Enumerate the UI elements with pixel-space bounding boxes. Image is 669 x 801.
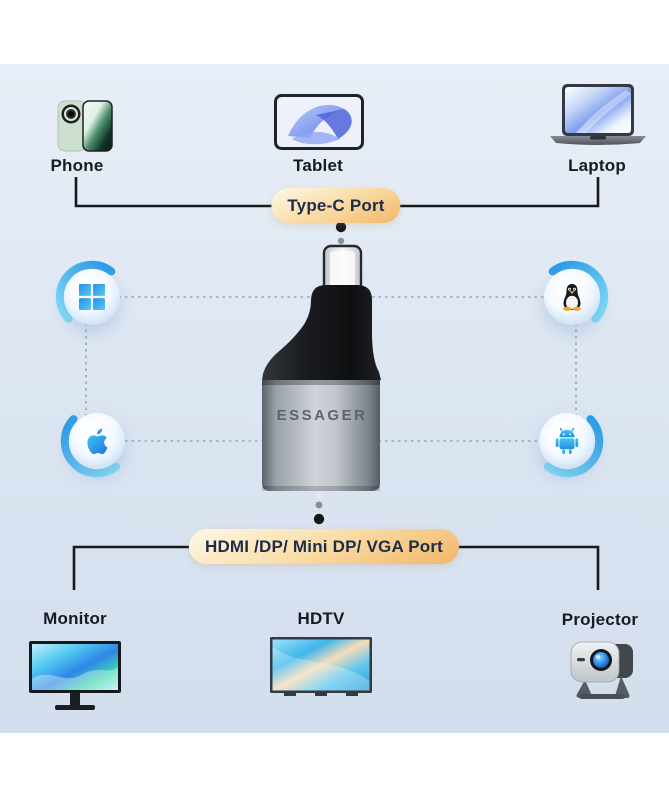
windows-icon bbox=[79, 284, 105, 310]
adapter-black-top bbox=[262, 285, 381, 380]
device-label-tablet: Tablet bbox=[292, 156, 344, 175]
flow-dot bbox=[315, 501, 323, 509]
tablet-illustration bbox=[274, 94, 364, 150]
hdtv-illustration bbox=[270, 637, 372, 696]
os-linux bbox=[533, 258, 611, 336]
laptop-illustration bbox=[550, 84, 646, 145]
os-windows bbox=[53, 258, 131, 336]
blue-arc bbox=[55, 260, 116, 323]
hdmi-dp-vga-port-badge-text: HDMI /DP/ Mini DP/ VGA Port bbox=[204, 536, 444, 556]
device-label-projector: Projector bbox=[561, 610, 639, 629]
device-label-monitor: Monitor bbox=[43, 609, 107, 628]
os-android bbox=[528, 402, 606, 480]
monitor-illustration bbox=[29, 641, 121, 710]
type-c-port-badge-text: Type-C Port bbox=[287, 195, 385, 215]
hdmi-dp-vga-port-badge: HDMI /DP/ Mini DP/ VGA Port bbox=[188, 529, 460, 564]
linux-tux-icon bbox=[563, 284, 581, 311]
os-apple bbox=[58, 402, 136, 480]
phone-illustration bbox=[57, 100, 113, 152]
projector-illustration bbox=[570, 641, 633, 699]
apple-icon bbox=[87, 428, 108, 455]
flow-dot bbox=[316, 493, 322, 499]
device-label-phone: Phone bbox=[50, 156, 104, 175]
blue-arc bbox=[60, 415, 121, 478]
blue-arc bbox=[548, 260, 609, 323]
flow-dot bbox=[335, 221, 347, 233]
adapter-metal-body bbox=[262, 380, 380, 491]
blue-arc bbox=[543, 415, 604, 478]
dashed-links bbox=[85, 296, 577, 442]
flow-dot bbox=[337, 237, 345, 245]
type-c-port-badge: Type-C Port bbox=[271, 188, 401, 223]
brand-engraving: ESSAGER bbox=[277, 407, 368, 424]
usb-c-adapter-product: ESSAGER bbox=[262, 244, 381, 491]
device-label-hdtv: HDTV bbox=[297, 609, 345, 628]
android-icon bbox=[555, 427, 579, 454]
device-label-laptop: Laptop bbox=[568, 156, 626, 175]
flow-dot bbox=[313, 513, 325, 525]
